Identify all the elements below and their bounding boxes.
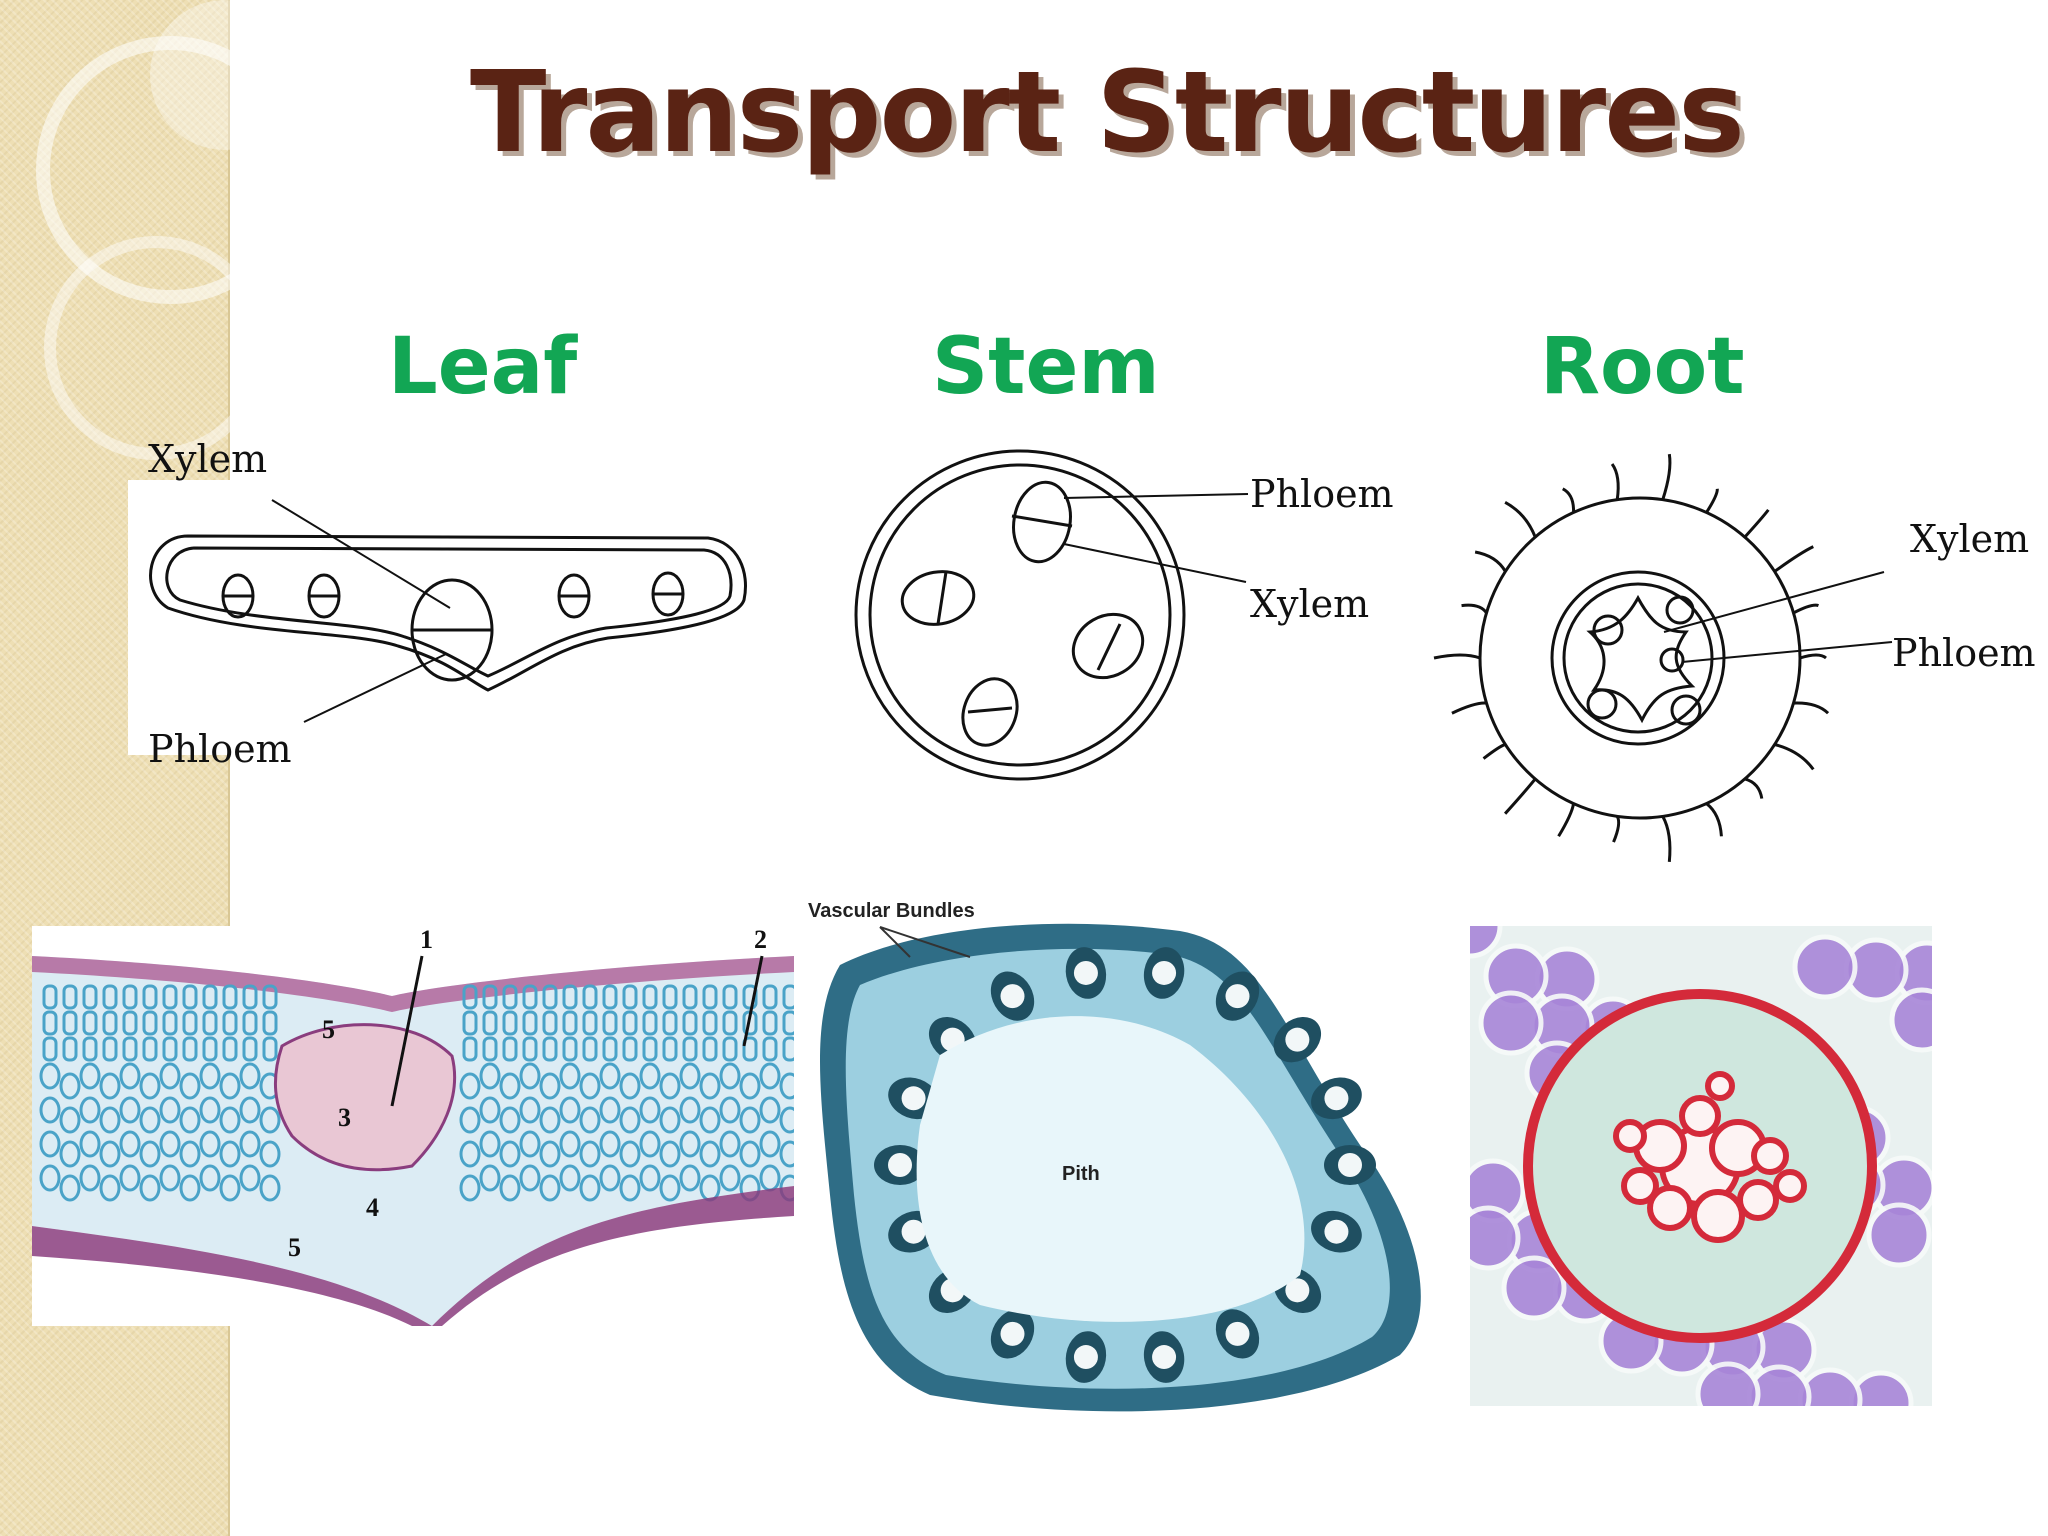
stem-micro-top-label: Vascular Bundles <box>808 900 975 922</box>
stem-inner-ring <box>868 463 1172 767</box>
root-hair <box>1705 488 1719 514</box>
stem-pith <box>916 1016 1305 1322</box>
root-phloem-patches <box>1586 595 1702 726</box>
root-xylem-star <box>1586 594 1696 724</box>
root-hair <box>1503 777 1537 815</box>
leaf-heading: Leaf <box>388 322 578 412</box>
root-hair <box>1612 815 1621 843</box>
leaf-micrograph: 1 2 3 4 5 5 <box>32 926 794 1326</box>
stem-micro-pith-label: Pith <box>1062 1163 1100 1185</box>
root-hair <box>1743 508 1770 539</box>
root-hair <box>1799 653 1827 660</box>
root-hair <box>1793 701 1830 715</box>
root-hair <box>1792 603 1819 615</box>
root-hairs <box>1433 453 1830 863</box>
leaf-phloem-label: Phloem <box>148 727 292 771</box>
root-xylem-label: Xylem <box>1910 517 2030 561</box>
leaf-mesophyll-cells <box>39 984 794 1202</box>
leaf-micro-marker-4: 4 <box>366 1193 379 1222</box>
leaf-midrib-vein <box>273 1023 457 1172</box>
stem-outer-ring <box>854 449 1186 781</box>
stem-vascular-bundles <box>900 480 1145 747</box>
root-phloem-pointer <box>1681 641 1893 663</box>
leaf-xylem-pointer <box>271 499 451 609</box>
root-hair <box>1773 545 1814 573</box>
root-hair <box>1661 815 1672 863</box>
root-xylem-pointer <box>1663 571 1885 633</box>
root-hair <box>1744 777 1764 799</box>
leaf-micro-marker-3: 3 <box>338 1103 351 1132</box>
root-hair <box>1461 603 1488 614</box>
leaf-micro-arrow-1 <box>390 955 424 1107</box>
leaf-micro-marker-2: 2 <box>754 926 767 954</box>
root-hair <box>1474 550 1507 573</box>
stem-xylem-label: Xylem <box>1250 582 1370 626</box>
root-xylem-vessels <box>1613 1071 1807 1243</box>
root-epidermis <box>1478 496 1802 820</box>
stem-phloem-pointer <box>1063 493 1249 499</box>
leaf-phloem-pointer <box>303 653 447 723</box>
root-hair <box>1774 743 1815 771</box>
root-hair <box>1705 802 1723 837</box>
leaf-micro-marker-5b: 5 <box>288 1233 301 1262</box>
leaf-cross-section-diagram <box>149 499 747 723</box>
stem-phloem-label: Phloem <box>1250 472 1394 516</box>
root-hair <box>1561 487 1576 513</box>
root-cross-section-diagram <box>1433 453 1893 863</box>
leaf-outline-outer <box>149 534 747 692</box>
leaf-midrib-bundle <box>410 578 494 682</box>
root-endodermis-inner <box>1562 582 1714 734</box>
sidebar-disc <box>150 0 300 150</box>
leaf-xylem-label: Xylem <box>148 437 268 481</box>
sidebar-ring-middle <box>44 236 268 460</box>
decorative-sidebar <box>0 0 304 1536</box>
leaf-outline-inner <box>165 546 733 678</box>
root-hair <box>1482 743 1506 760</box>
root-hair <box>1661 453 1672 501</box>
stem-cross-section-diagram <box>854 449 1249 781</box>
stem-micrograph: Vascular Bundles Pith <box>800 895 1450 1430</box>
root-hair <box>1451 701 1487 715</box>
root-hair <box>1557 803 1576 838</box>
stem-vascular-bundles <box>874 947 1376 1383</box>
stem-heading: Stem <box>932 322 1160 412</box>
root-hair <box>1433 653 1481 660</box>
root-phloem-label: Phloem <box>1892 631 2036 675</box>
stem-xylem-pointer <box>1063 543 1247 583</box>
leaf-micro-arrow-2 <box>742 955 764 1047</box>
root-hair <box>1610 463 1620 500</box>
root-hair <box>1504 500 1537 538</box>
leaf-micro-marker-5a: 5 <box>322 1015 335 1044</box>
root-heading: Root <box>1540 322 1745 412</box>
leaf-small-bundles <box>221 571 685 619</box>
leaf-micro-marker-1: 1 <box>420 926 433 954</box>
root-micrograph <box>1470 926 1932 1406</box>
slide-title: Transport Structures <box>470 48 1745 178</box>
